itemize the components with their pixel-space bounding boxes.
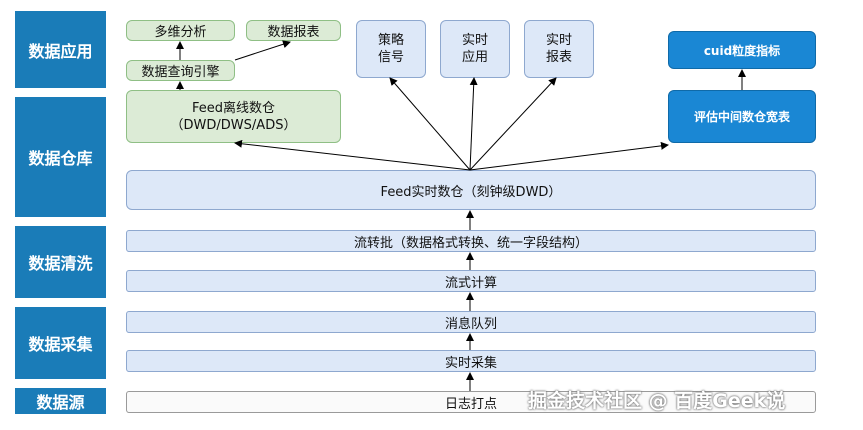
realtime-collect-box: 实时采集 <box>126 350 816 372</box>
query-engine-box: 数据查询引擎 <box>126 60 235 81</box>
realtime-warehouse-box: Feed实时数仓（刻钟级DWD） <box>126 170 816 210</box>
data-report-box: 数据报表 <box>246 20 341 41</box>
cuid-metric-box: cuid粒度指标 <box>668 31 816 69</box>
strategy-signal-box: 策略 信号 <box>356 20 426 78</box>
logging-box: 日志打点 <box>126 391 816 413</box>
message-queue-box: 消息队列 <box>126 311 816 333</box>
arrow-rt-to-eval <box>469 141 669 171</box>
realtime-report-box: 实时 报表 <box>524 20 594 78</box>
layer-app: 数据应用 <box>15 11 106 88</box>
arrow-rt-to-rtreport <box>469 77 557 171</box>
arrow-rt-to-rtapp <box>469 77 478 171</box>
arrow-rt-to-strategy <box>389 77 471 171</box>
multidim-analysis-box: 多维分析 <box>126 20 235 41</box>
layer-warehouse: 数据仓库 <box>15 97 106 217</box>
stream-compute-box: 流式计算 <box>126 270 816 292</box>
realtime-app-box: 实时 应用 <box>440 20 510 78</box>
offline-warehouse-box: Feed离线数仓 （DWD/DWS/ADS） <box>126 90 341 143</box>
watermark: 掘金技术社区 @ 百度Geek说 <box>528 390 786 412</box>
layer-source: 数据源 <box>15 388 106 414</box>
layer-collection: 数据采集 <box>15 307 106 379</box>
arrow-rt-to-offline <box>234 139 471 171</box>
stream-to-batch-box: 流转批（数据格式转换、统一字段结构） <box>126 230 816 252</box>
layer-cleaning: 数据清洗 <box>15 226 106 298</box>
eval-wide-table-box: 评估中间数仓宽表 <box>668 90 816 143</box>
arrow-query-to-report <box>234 40 291 61</box>
